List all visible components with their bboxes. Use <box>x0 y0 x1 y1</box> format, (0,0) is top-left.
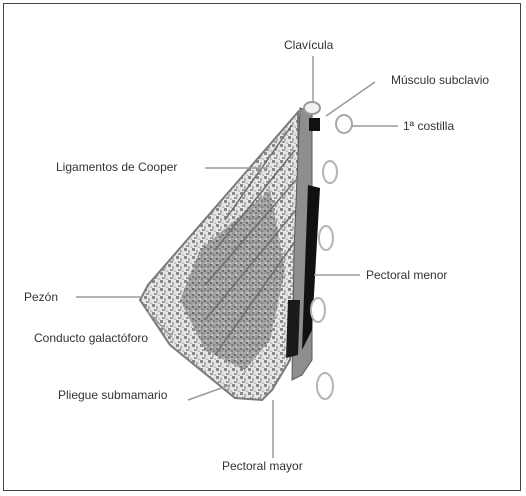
label-primera-costilla: 1ª costilla <box>403 119 454 133</box>
label-clavicula: Clavícula <box>284 38 333 52</box>
first-rib <box>336 115 352 133</box>
label-pezon: Pezón <box>24 290 58 304</box>
label-conducto-galactoforo: Conducto galactóforo <box>34 331 148 345</box>
label-pectoral-mayor: Pectoral mayor <box>222 459 303 473</box>
label-pectoral-menor: Pectoral menor <box>366 268 447 282</box>
subclavius-muscle <box>309 118 320 131</box>
label-musculo-subclavio: Músculo subclavio <box>391 73 489 87</box>
label-pliegue-submamario: Pliegue submamario <box>58 388 167 402</box>
label-ligamentos-cooper: Ligamentos de Cooper <box>56 160 177 174</box>
chest-wall-lower <box>286 300 300 358</box>
clavicle-bone <box>304 102 320 114</box>
